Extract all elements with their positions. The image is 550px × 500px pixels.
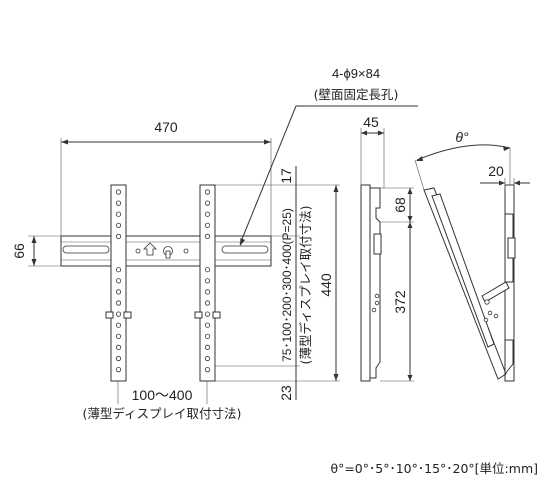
left-arm-holes (115, 189, 122, 373)
arm-hole (115, 222, 122, 228)
arm-hole (115, 333, 122, 339)
side-view: 45 68 372 (360, 114, 414, 382)
arm-hole (204, 366, 211, 373)
vesa-note-label: (薄型ディスプレイ取付寸法) (298, 206, 313, 365)
arm-hole (204, 233, 211, 239)
arm-hole (115, 300, 122, 306)
front-view: 470 66 4-ϕ9×84 (壁面固定長孔) 100〜400 (薄型ディスプレ… (11, 66, 418, 421)
arm-hole (204, 311, 211, 317)
hole-spec-callout: 4-ϕ9×84 (壁面固定長孔) (239, 66, 418, 246)
arm-hole (115, 233, 122, 239)
arm-spacing-label: 100〜400 (132, 387, 193, 403)
dim-arm-spacing: 100〜400 (薄型ディスプレイ取付寸法) (83, 381, 242, 421)
wall-slot-1 (62, 245, 110, 254)
arm-hole (115, 267, 122, 273)
arm-hole (115, 344, 122, 350)
bottom-offset-label: 23 (278, 385, 294, 401)
side-arm (369, 187, 381, 379)
wall-slot-2 (221, 245, 269, 254)
arm-hole (204, 222, 211, 228)
arm-note-label: (薄型ディスプレイ取付寸法) (83, 406, 242, 421)
footer-note: θ°=0°･5°･10°･15°･20°[単位:mm] (330, 461, 538, 476)
arm-hole (115, 289, 122, 295)
total-height-label: 440 (318, 273, 334, 297)
arm-hole (115, 322, 122, 328)
arm-hole (204, 300, 211, 306)
tilt-view: θ° 20 (414, 129, 530, 382)
hole-spec-label: 4-ϕ9×84 (332, 66, 380, 81)
dim-vertical-right: 17 23 75･100･200･300･400(P=25) (薄型ディスプレイ… (215, 166, 340, 401)
arm-hole (115, 278, 122, 284)
center-keyhole (135, 242, 189, 259)
arm-hole (204, 333, 211, 339)
arm-hole (204, 355, 211, 362)
depth-label: 45 (363, 114, 379, 130)
height-left-label: 66 (11, 243, 27, 259)
arm-hole (115, 200, 122, 206)
side-plate (360, 184, 371, 382)
arm-hole (204, 189, 211, 195)
arm-hole (204, 289, 211, 295)
vesa-label: 75･100･200･300･400(P=25) (280, 208, 294, 362)
arm-hole (115, 311, 122, 317)
arm-hole (115, 211, 122, 217)
tilt-20-label: 20 (488, 163, 504, 179)
dim-width: 470 (60, 119, 272, 236)
arm-hole (204, 278, 211, 284)
arm-hole (204, 200, 211, 206)
top-offset-label: 17 (278, 168, 294, 184)
side-372-label: 372 (392, 290, 408, 314)
right-arm-holes (204, 189, 211, 373)
arm-knobs (105, 311, 221, 319)
angle-label: θ° (455, 129, 469, 145)
dim-height-left: 66 (11, 235, 61, 267)
arm-hole (204, 322, 211, 328)
hole-note-label: (壁面固定長孔) (314, 87, 399, 102)
arm-hole (115, 355, 122, 362)
arm-hole (204, 267, 211, 273)
width-label: 470 (154, 119, 178, 135)
arm-hole (115, 189, 122, 195)
arm-hole (204, 211, 211, 217)
side-68-label: 68 (392, 197, 408, 213)
arm-hole (115, 366, 122, 373)
arm-hole (204, 344, 211, 350)
